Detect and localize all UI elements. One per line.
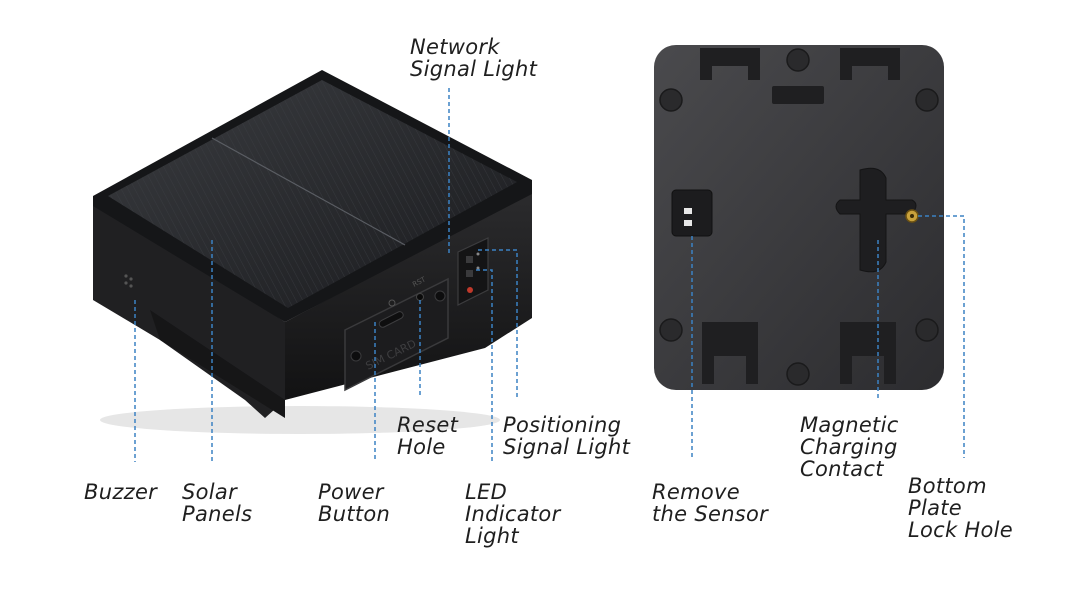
device-shadow — [100, 406, 500, 434]
label-line: Power — [318, 480, 384, 504]
label-line: Network — [410, 35, 500, 59]
label-line: Positioning — [503, 413, 622, 437]
label-line: Contact — [800, 457, 884, 481]
label-line: Indicator — [465, 502, 561, 526]
label-line: Bottom — [908, 474, 987, 498]
label-line: Reset — [397, 413, 459, 437]
buzzer-holes — [124, 274, 133, 288]
bottom-mount-slots — [702, 322, 896, 384]
led-indicator-window — [457, 237, 489, 306]
power-led — [467, 287, 473, 293]
label-led-indicator-light: LED Indicator Light — [465, 481, 561, 547]
remove-sensor-button[interactable] — [671, 189, 713, 237]
label-reset-hole: Reset Hole — [397, 414, 458, 458]
network-signal-led — [466, 256, 473, 263]
label-power-button: Power Button — [318, 481, 390, 525]
label-magnetic-charging-contact: Magnetic Charging Contact — [800, 414, 899, 480]
corner-screws — [659, 48, 939, 386]
label-line: LED — [465, 480, 508, 504]
solar-panel — [108, 80, 517, 308]
positioning-signal-led — [466, 270, 473, 277]
label-buzzer: Buzzer — [84, 481, 157, 503]
label-remove-the-sensor: Remove the Sensor — [652, 481, 768, 525]
label-line: Panels — [182, 502, 253, 526]
label-line: Remove — [652, 480, 740, 504]
label-line: Light — [465, 524, 519, 548]
leader-bottom-plate-lock-hole — [918, 215, 965, 458]
tracker-device-front-view: SIM CARD RST — [93, 70, 532, 434]
label-line: Button — [318, 502, 391, 526]
magnetic-charging-contact — [835, 167, 917, 273]
label-line: Magnetic — [800, 413, 899, 437]
device-bottom-ridge — [150, 310, 285, 418]
leader-lines — [134, 88, 965, 462]
power-button[interactable] — [378, 299, 404, 328]
leader-led-indicator-light — [476, 269, 493, 462]
label-line: Signal Light — [410, 57, 538, 81]
label-network-signal-light: Network Signal Light — [410, 36, 537, 80]
tracker-device-back-view — [654, 45, 944, 390]
label-line: Charging — [800, 435, 898, 459]
label-solar-panels: Solar Panels — [182, 481, 252, 525]
leader-positioning-signal-light — [478, 249, 518, 398]
device-left-side — [93, 196, 285, 418]
label-line: the Sensor — [652, 502, 769, 526]
label-line: Plate — [908, 496, 963, 520]
label-line: Solar — [182, 480, 238, 504]
label-line: Buzzer — [84, 480, 158, 504]
top-mount-slots — [700, 48, 900, 104]
label-bottom-plate-lock-hole: Bottom Plate Lock Hole — [908, 475, 1013, 541]
label-line: Signal Light — [503, 435, 631, 459]
back-plate — [654, 45, 944, 390]
label-positioning-signal-light: Positioning Signal Light — [503, 414, 630, 458]
label-line: Lock Hole — [908, 518, 1014, 542]
label-line: Hole — [397, 435, 446, 459]
